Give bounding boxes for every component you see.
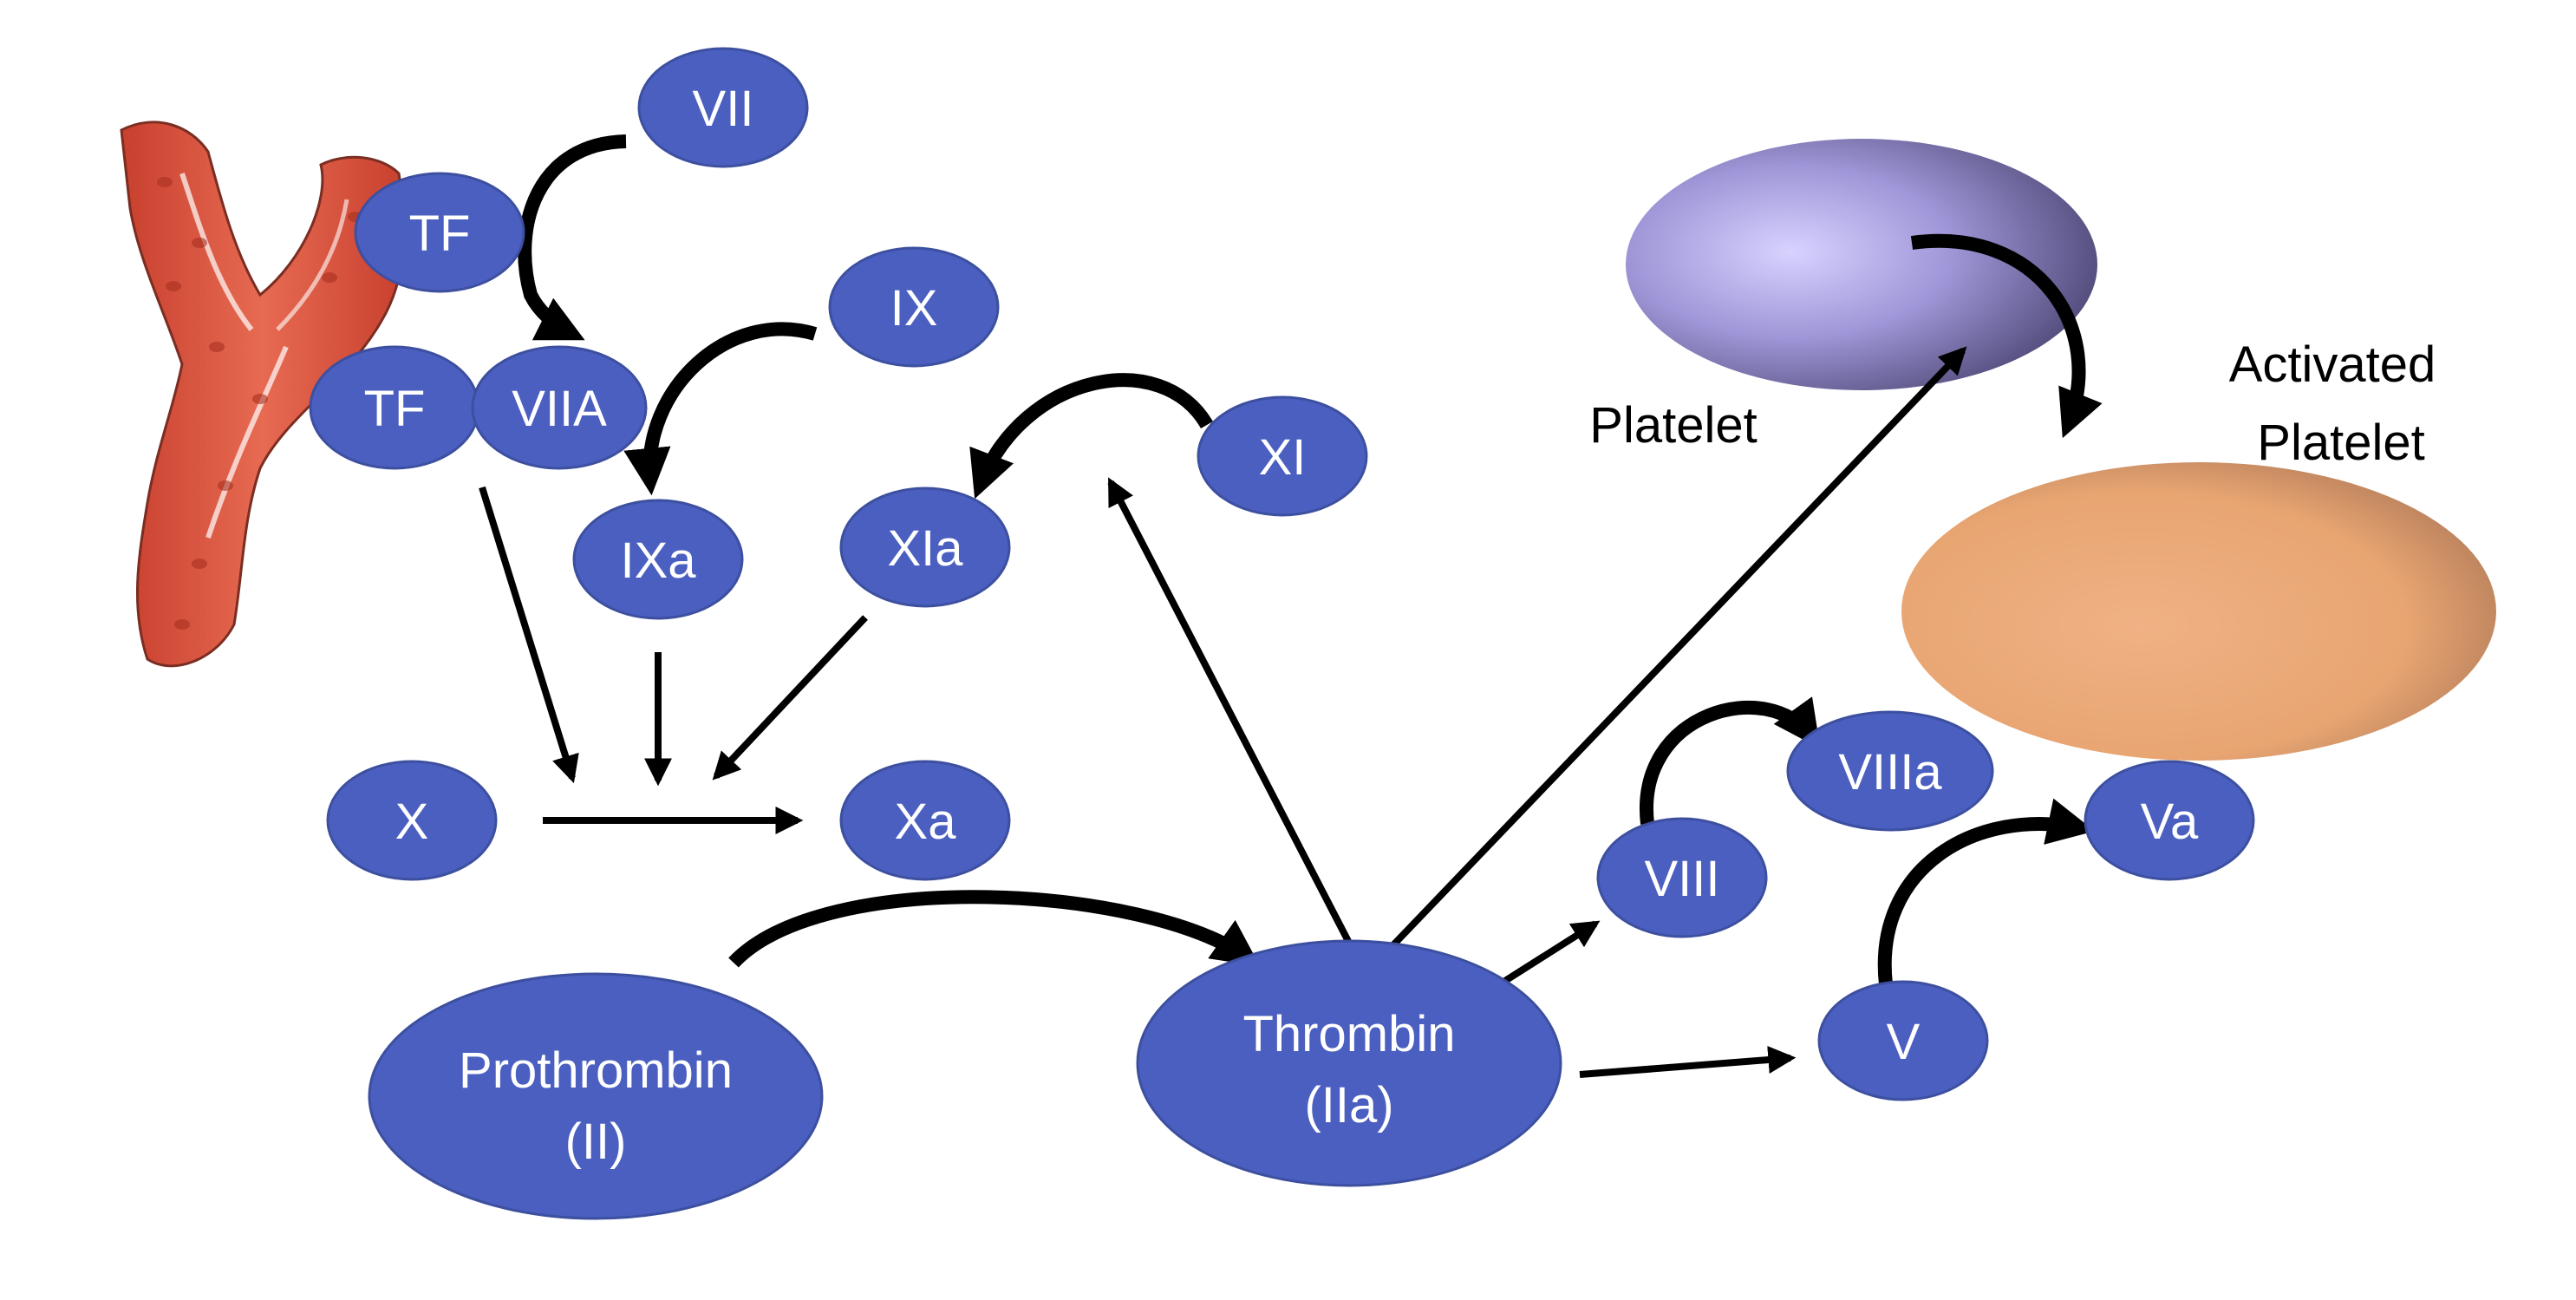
node-prothrombin: Prothrombin (II) <box>368 972 824 1220</box>
arrow-prothrombin-to-thrombin <box>728 890 1261 968</box>
platelet-label: Platelet <box>1589 397 1757 454</box>
platelet-shape <box>1626 139 2097 390</box>
node-viiia-label: VIIIa <box>1838 744 1942 800</box>
node-xia-label: XIa <box>887 520 963 577</box>
node-va-label: Va <box>2141 794 2199 850</box>
node-ix: IX <box>828 246 1000 368</box>
node-ixa: IXa <box>572 499 744 620</box>
node-v: V <box>1817 980 1989 1101</box>
node-vii-label: VII <box>693 81 754 137</box>
activated-platelet-label-line1: Activated <box>2229 336 2436 393</box>
node-va: Va <box>2084 760 2255 881</box>
node-prothrombin-label-line1: Prothrombin <box>459 1042 733 1099</box>
arrow-thrombin-to-xi <box>1107 477 1355 950</box>
arrow-thrombin-to-viii <box>1496 920 1601 989</box>
node-tf-bottom-label: TF <box>364 381 426 437</box>
activated-platelet-shape <box>1901 462 2496 761</box>
node-viia: VIIA <box>471 345 648 470</box>
node-xi: XI <box>1197 395 1368 517</box>
arrow-tfviia-to-x <box>479 486 579 784</box>
node-thrombin: Thrombin (IIa) <box>1136 939 1562 1187</box>
node-x: X <box>326 760 498 881</box>
node-thrombin-label-line1: Thrombin <box>1243 1006 1456 1062</box>
node-viii: VIII <box>1596 817 1768 938</box>
node-viiia: VIIIa <box>1786 710 1994 832</box>
arrow-thrombin-to-v <box>1579 1046 1797 1078</box>
node-prothrombin-label-line2: (II) <box>565 1114 627 1170</box>
node-ixa-label: IXa <box>620 532 696 589</box>
node-tf-top-label: TF <box>409 206 471 262</box>
node-tf-top: TF <box>354 172 525 293</box>
arrow-thrombin-to-platelet <box>1382 346 1967 957</box>
arrow-vii-to-viia <box>518 134 627 341</box>
curved-arrows <box>518 134 2103 985</box>
node-viii-label: VIII <box>1644 851 1719 907</box>
node-xia: XIa <box>839 487 1011 608</box>
node-vii: VII <box>637 47 809 168</box>
arrow-v-to-va <box>1877 798 2095 985</box>
node-viia-label: VIIA <box>512 381 607 437</box>
arrow-ix-to-ixa <box>623 322 818 496</box>
arrow-xia-to-x <box>712 615 868 781</box>
node-ix-label: IX <box>890 280 938 336</box>
activated-platelet-label-line2: Platelet <box>2257 415 2424 471</box>
node-v-label: V <box>1887 1014 1921 1070</box>
node-tf-bottom: TF <box>309 345 480 470</box>
node-xa: Xa <box>839 760 1011 881</box>
node-xi-label: XI <box>1259 429 1307 486</box>
arrow-platelet-to-activated <box>1910 233 2103 439</box>
node-xa-label: Xa <box>895 794 957 850</box>
node-thrombin-label-line2: (IIa) <box>1304 1077 1393 1133</box>
arrow-xi-to-xia <box>969 373 1213 500</box>
node-x-label: X <box>395 794 429 850</box>
arrow-viii-to-viiia <box>1640 696 1821 825</box>
straight-arrows <box>479 346 1967 1078</box>
